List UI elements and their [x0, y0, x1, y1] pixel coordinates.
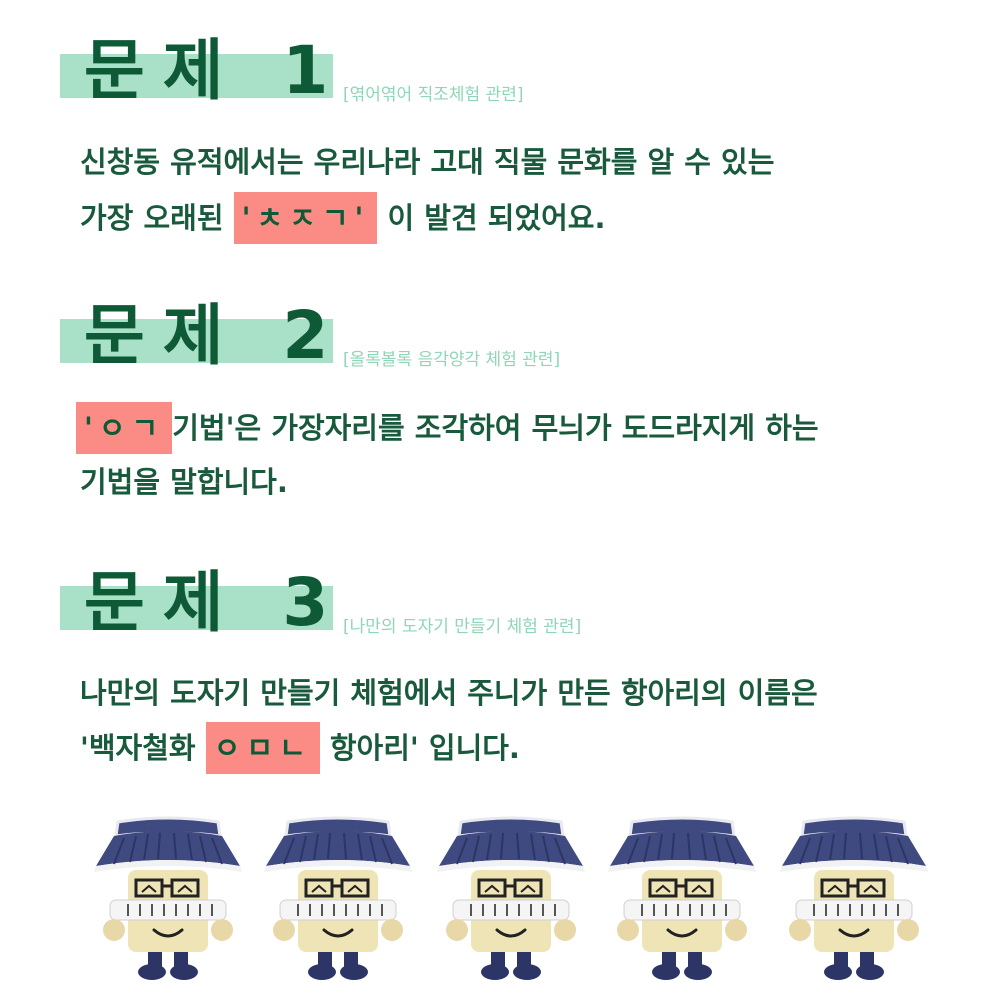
question-3-subtitle: [나만의 도자기 만들기 체험 관련] [343, 617, 582, 637]
question-1-title: 문제 1 [84, 32, 347, 109]
pavilion-mascot-icon [92, 816, 244, 982]
answer-blank-2: 'ㅇㄱ [76, 402, 173, 454]
question-2-subtitle: [올록볼록 음각양각 체험 관련] [343, 350, 561, 370]
question-2-title: 문제 2 [84, 297, 347, 374]
question-1-line-2-post: 이 발견 되었어요. [387, 201, 606, 235]
question-1-line-2: 가장 오래된 'ㅊㅈㄱ' 이 발견 되었어요. [80, 190, 606, 246]
question-3-title: 문제 3 [84, 564, 347, 641]
answer-blank-3: ㅇㅁㄴ [205, 722, 320, 774]
question-1-subtitle: [엮어엮어 직조체험 관련] [343, 85, 524, 105]
pavilion-mascot-icon [606, 816, 758, 982]
question-2-line-1-post: 기법'은 가장자리를 조각하여 무늬가 도드라지게 하는 [172, 411, 819, 445]
question-3-line-2-pre: '백자철화 [80, 731, 196, 765]
mascot-row [0, 812, 1002, 992]
answer-blank-1: 'ㅊㅈㄱ' [233, 192, 378, 244]
title-band [60, 319, 333, 363]
title-band [60, 54, 333, 98]
pavilion-mascot-icon [435, 816, 587, 982]
question-3-line-2: '백자철화 ㅇㅁㄴ 항아리' 입니다. [80, 720, 520, 776]
pavilion-mascot-icon [262, 816, 414, 982]
question-1-line-1: 신창동 유적에서는 우리나라 고대 직물 문화를 알 수 있는 [80, 145, 775, 179]
pavilion-mascot-icon [778, 816, 930, 982]
question-3-line-1: 나만의 도자기 만들기 체험에서 주니가 만든 항아리의 이름은 [80, 676, 818, 710]
title-band [60, 586, 333, 630]
question-2-line-2: 기법을 말합니다. [80, 465, 288, 499]
question-3-line-2-post: 항아리' 입니다. [329, 731, 520, 765]
question-1-line-2-pre: 가장 오래된 [80, 201, 224, 235]
